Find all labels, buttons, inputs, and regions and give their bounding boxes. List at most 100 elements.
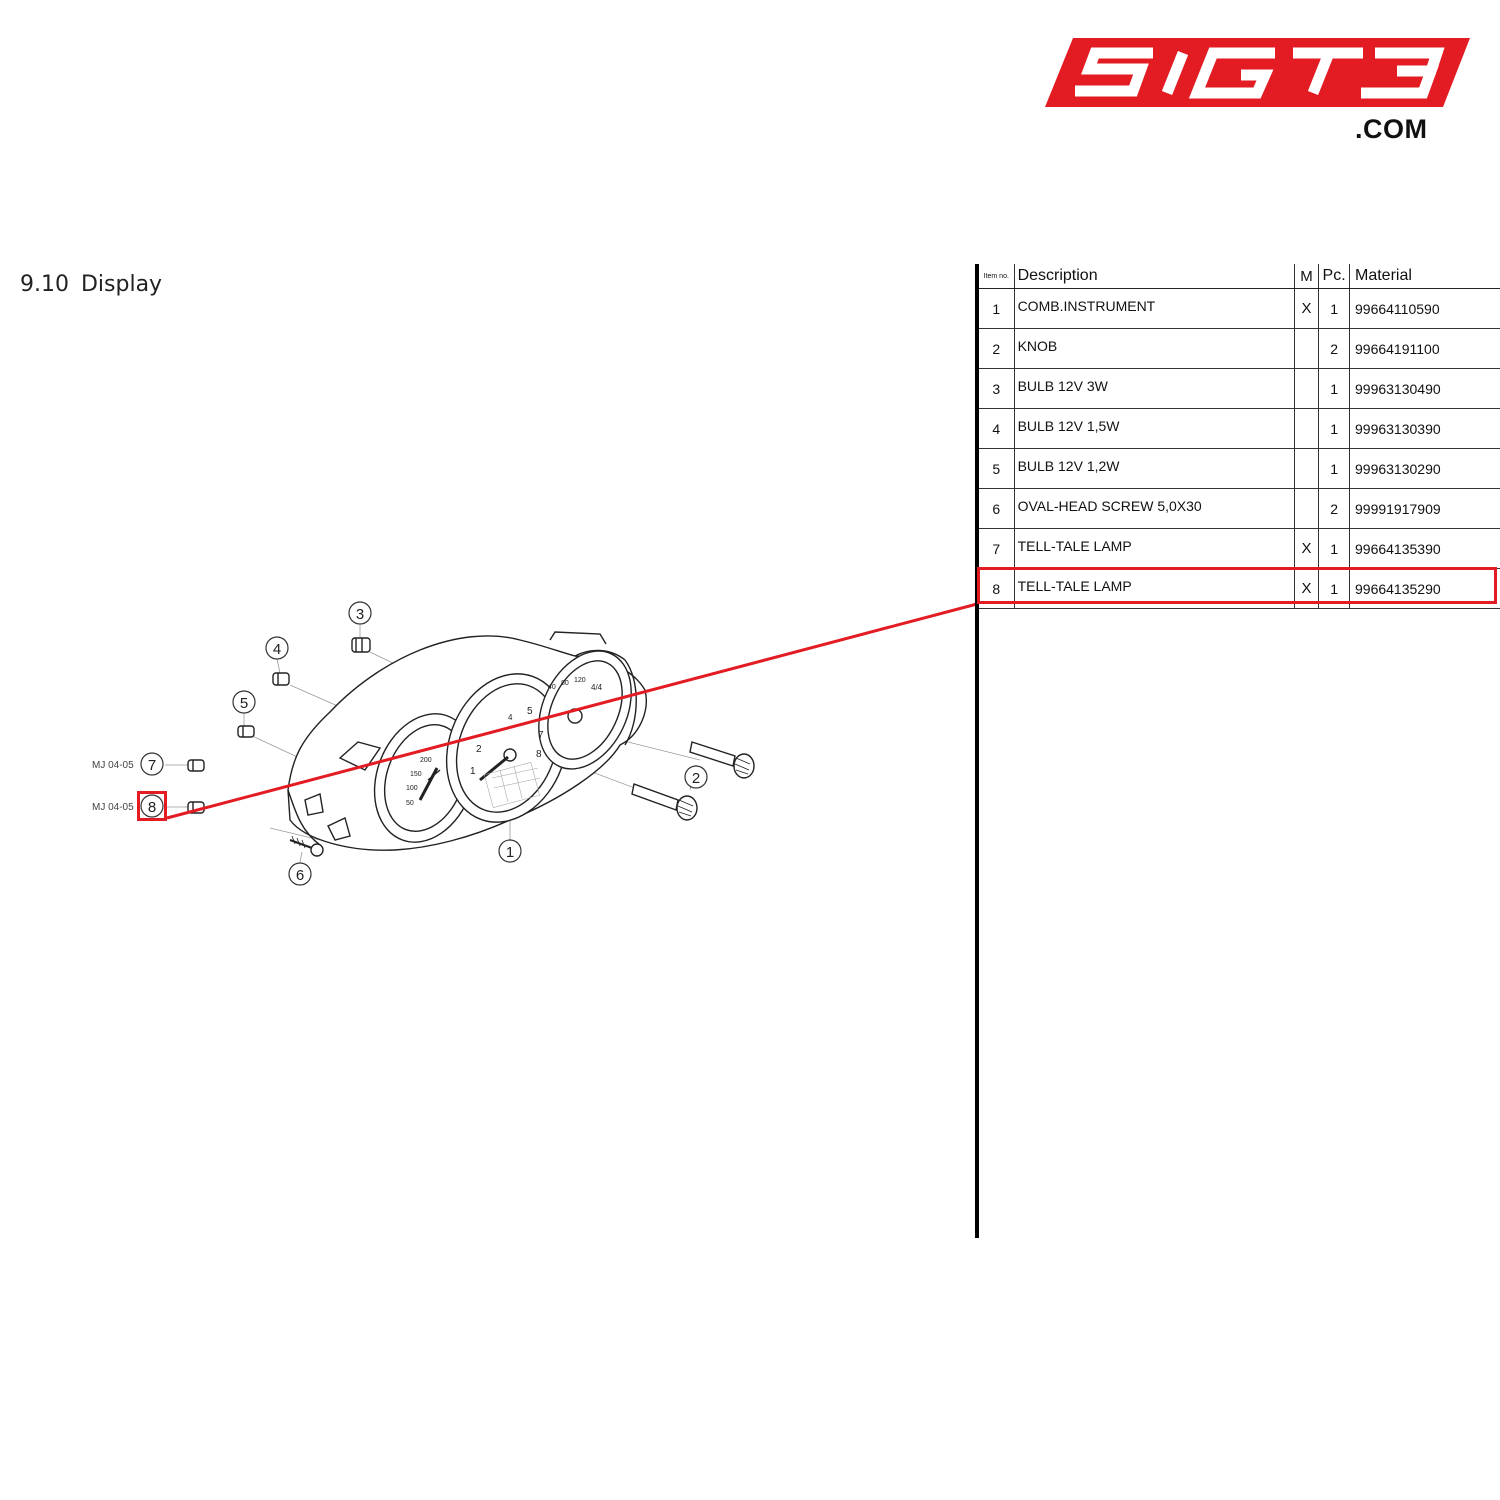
- header-pc: Pc.: [1318, 264, 1350, 289]
- row-description: BULB 12V 1,5W: [1014, 405, 1295, 446]
- table-divider: [975, 264, 979, 1238]
- section-title: Display: [80, 272, 163, 297]
- callout-8: [140, 794, 164, 818]
- row-m: [1294, 328, 1320, 369]
- row-pc: 1: [1318, 288, 1350, 329]
- lamp-7: [187, 759, 205, 772]
- tach-display-grid: [484, 762, 541, 808]
- row-item-no: 5: [979, 448, 1015, 489]
- row-m: X: [1294, 288, 1320, 329]
- gauge-label: 50: [406, 800, 414, 807]
- gauge-label: 1: [470, 766, 476, 777]
- callout-1: [498, 839, 522, 863]
- row-description: BULB 12V 1,2W: [1014, 445, 1295, 486]
- row-material: 99963130390: [1349, 408, 1500, 449]
- knob-lower: [631, 783, 698, 821]
- row-description: OVAL-HEAD SCREW 5,0X30: [1014, 485, 1295, 526]
- callout-4: [265, 636, 289, 660]
- table-row[interactable]: 2 KNOB 2 99664191100: [979, 325, 1500, 369]
- row-description: BULB 12V 3W: [1014, 365, 1295, 406]
- gauge-label: 2: [476, 744, 482, 755]
- row-m: [1294, 368, 1320, 409]
- gauge-label: 80: [561, 680, 569, 687]
- parts-table: Item no. Description M Pc. Material 1 CO…: [979, 264, 1500, 609]
- right-gauge: [538, 650, 632, 770]
- table-row[interactable]: 6 OVAL-HEAD SCREW 5,0X30 2 99991917909: [979, 485, 1500, 529]
- row-material: 99664135390: [1349, 528, 1500, 569]
- callout-number: 5: [240, 695, 248, 712]
- row-item-no: 3: [979, 368, 1015, 409]
- row-pc: 1: [1318, 528, 1350, 569]
- table-row[interactable]: 7 TELL-TALE LAMP X 1 99664135390: [979, 525, 1500, 569]
- bulb-4: [272, 672, 290, 686]
- table-header-row: Item no. Description M Pc. Material: [979, 264, 1500, 289]
- table-row[interactable]: 4 BULB 12V 1,5W 1 99963130390: [979, 405, 1500, 449]
- row-description: TELL-TALE LAMP: [1014, 525, 1295, 566]
- callout-number: 1: [506, 844, 514, 861]
- logo-lettering: [1075, 47, 1445, 99]
- callout-number: 3: [356, 606, 364, 623]
- row-pc: 1: [1318, 408, 1350, 449]
- logo-domain: .COM: [1355, 114, 1428, 144]
- row-material: 99963130490: [1349, 368, 1500, 409]
- screw-6: [289, 835, 324, 857]
- row-description: TELL-TALE LAMP: [1014, 565, 1295, 606]
- gauge-label: 100: [406, 785, 418, 792]
- row-m: [1294, 408, 1320, 449]
- row-pc: 1: [1318, 448, 1350, 489]
- gauge-numbers: 40 80 120 4/4 5 4 7 8 2 1 200 150 100 50: [406, 677, 603, 807]
- row-item-no: 4: [979, 408, 1015, 449]
- row-description: KNOB: [1014, 325, 1295, 366]
- row-item-no: 7: [979, 528, 1015, 569]
- callout-number: 7: [148, 757, 156, 774]
- row-material: 99963130290: [1349, 448, 1500, 489]
- row-m: [1294, 448, 1320, 489]
- page-title: 9.10 Display: [20, 272, 162, 297]
- row-description: COMB.INSTRUMENT: [1014, 285, 1295, 326]
- table-row[interactable]: 3 BULB 12V 3W 1 99963130490: [979, 365, 1500, 409]
- gauge-label: 8: [536, 749, 542, 760]
- row-highlight-box: [977, 567, 1497, 604]
- sigt3-logo[interactable]: [1045, 35, 1470, 145]
- highlight-connector: [166, 602, 978, 820]
- gauge-label: 200: [420, 757, 432, 764]
- callout-5: [232, 690, 256, 714]
- callout-numbers: 1 2 3 4 5 6 7 8: [148, 606, 700, 884]
- callout-number: 4: [273, 641, 281, 658]
- table-row[interactable]: 5 BULB 12V 1,2W 1 99963130290: [979, 445, 1500, 489]
- gauge-label: 4/4: [591, 683, 603, 692]
- header-m: M: [1294, 264, 1320, 289]
- model-year-label: MJ 04-05: [92, 760, 134, 771]
- row-pc: 1: [1318, 368, 1350, 409]
- row-material: 99664110590: [1349, 288, 1500, 329]
- gauge-label: 120: [574, 677, 586, 684]
- callout-3: [348, 601, 372, 625]
- row-item-no: 1: [979, 288, 1015, 329]
- gauge-label: 40: [548, 684, 556, 691]
- row-material: 99991917909: [1349, 488, 1500, 529]
- header-description: Description: [1014, 264, 1295, 289]
- header-material: Material: [1349, 264, 1500, 289]
- gauge-label: 150: [410, 771, 422, 778]
- row-pc: 2: [1318, 488, 1350, 529]
- table-row[interactable]: 1 COMB.INSTRUMENT X 1 99664110590: [979, 285, 1500, 329]
- knob-upper: [689, 741, 755, 779]
- callout-highlight-box: [137, 791, 167, 821]
- row-m: [1294, 488, 1320, 529]
- bulb-5: [237, 725, 255, 738]
- section-number: 9.10: [20, 272, 69, 297]
- gauge-label: 5: [527, 706, 533, 717]
- callout-7: [140, 752, 164, 776]
- row-item-no: 2: [979, 328, 1015, 369]
- callout-number: 2: [692, 770, 700, 787]
- gauge-label: 4: [508, 713, 513, 722]
- model-year-labels: MJ 04-05 MJ 04-05: [92, 760, 134, 813]
- callout-2: [684, 765, 708, 789]
- row-item-no: 6: [979, 488, 1015, 529]
- callout-number: 8: [148, 799, 156, 816]
- callout-circles: [140, 601, 708, 886]
- callout-6: [288, 862, 312, 886]
- row-m: X: [1294, 528, 1320, 569]
- model-year-label: MJ 04-05: [92, 802, 134, 813]
